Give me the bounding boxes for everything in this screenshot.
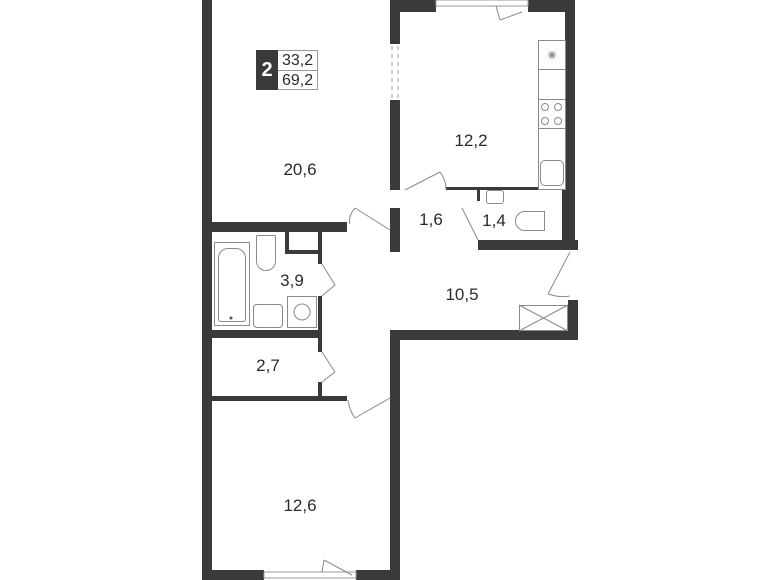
room-area-storage: 2,7 — [256, 356, 280, 375]
wall-bath-right-bottom — [318, 296, 322, 334]
bath-sink — [253, 304, 283, 328]
room-area-corridor-small: 1,6 — [419, 210, 443, 229]
wall-toilet-right-inner — [562, 187, 565, 242]
wall-kitchen-corridor — [446, 187, 568, 190]
kitchen-right-wall — [565, 0, 575, 250]
kitchen-top-wall-left — [390, 0, 436, 12]
toilet-bowl — [515, 211, 545, 231]
wall-bath-niche-bottom — [285, 250, 322, 254]
wall-toilet-left — [477, 187, 480, 201]
room-area-living-room: 20,6 — [283, 160, 317, 179]
rooms-count: 2 — [256, 50, 278, 90]
wall-living-kitchen-lower — [390, 100, 400, 190]
room-area-kitchen: 12,2 — [454, 131, 488, 150]
wall-bedroom-right — [390, 332, 400, 580]
outer-wall-left — [202, 0, 212, 580]
wall-storage-right-bottom — [318, 382, 322, 400]
wall-storage-right-top — [318, 338, 322, 352]
living-area: 33,2 — [278, 51, 318, 71]
wall-bath-niche — [285, 232, 289, 252]
area-values: 33,2 69,2 — [278, 50, 319, 90]
wall-corridor-left — [390, 208, 400, 252]
room-area-bedroom: 12,6 — [283, 496, 317, 515]
bathtub-inner — [218, 248, 246, 322]
toilet-sink — [486, 190, 504, 204]
room-area-hall: 10,5 — [445, 285, 479, 304]
wall-bath-bottom — [212, 330, 322, 338]
room-area-bathroom: 3,9 — [280, 271, 304, 290]
washing-machine — [287, 296, 317, 328]
bedroom-bottom-wall-right — [356, 570, 400, 580]
wall-toilet-bottom — [478, 240, 578, 250]
bath-toilet — [256, 235, 276, 271]
apartment-summary-badge: 2 33,2 69,2 — [256, 50, 319, 90]
total-area: 69,2 — [282, 72, 314, 89]
wall-living-kitchen-top — [390, 0, 400, 44]
room-area-toilet: 1,4 — [482, 211, 506, 230]
kitchen-top-wall-right — [528, 0, 575, 12]
bedroom-bottom-wall-left — [212, 570, 264, 580]
wall-hall-bottom — [390, 330, 578, 340]
wall-living-bottom — [212, 222, 347, 232]
wall-bath-right-top — [318, 232, 322, 264]
kitchen-sink — [540, 160, 564, 186]
wall-hall-right — [568, 300, 578, 340]
wall-storage-bottom — [212, 396, 347, 401]
